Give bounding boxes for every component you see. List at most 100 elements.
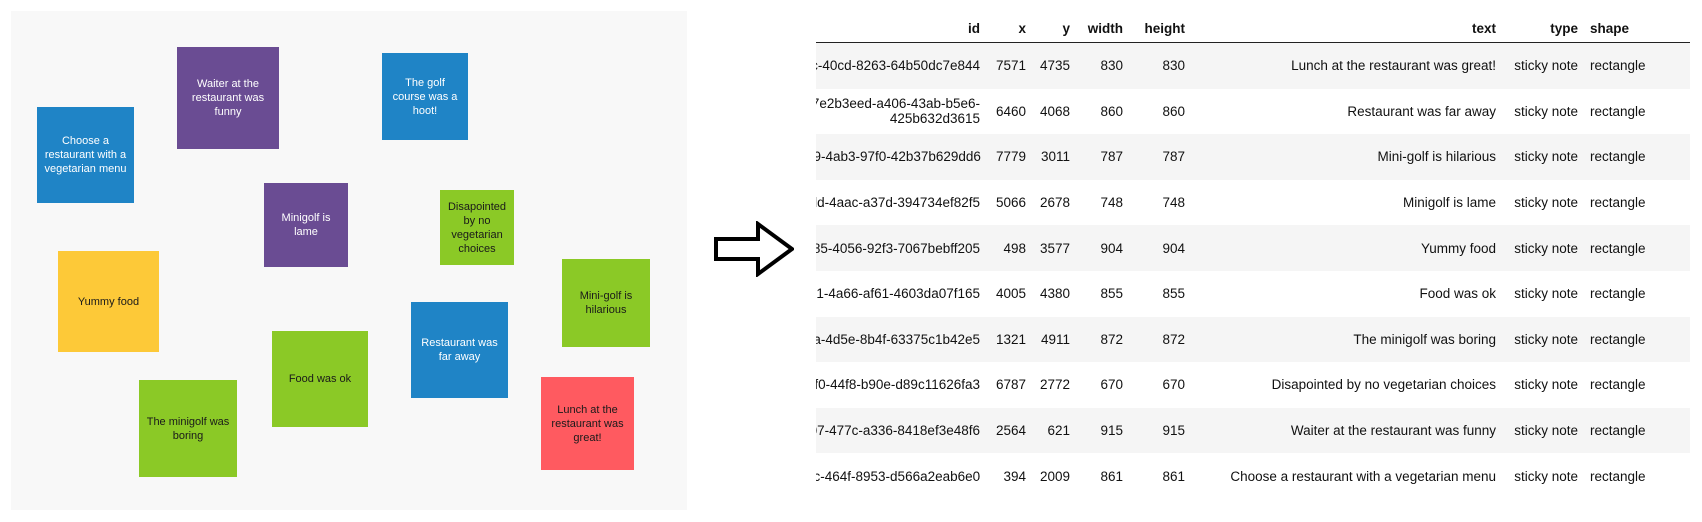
cell-height: 670 <box>1162 377 1185 393</box>
cell-y: 2678 <box>1039 195 1070 211</box>
cell-type: sticky note <box>1514 468 1578 484</box>
cell-shape: rectangle <box>1590 468 1646 484</box>
cell-y: 3011 <box>1032 134 1076 180</box>
sticky-note-text: Choose a restaurant with a vegetarian me… <box>44 135 127 175</box>
cell-text: The minigolf was boring <box>1191 316 1502 363</box>
cell-y: 621 <box>1032 407 1076 454</box>
sticky-note-disappointed[interactable]: Disapointed by no vegetarian choices <box>440 190 514 265</box>
cell-text: Minigolf is lame <box>1402 195 1496 211</box>
cell-shape: rectangle <box>1590 286 1646 302</box>
table-row: f85-4056-92f3-7067bebff205 498 3577 904 … <box>816 225 1690 271</box>
cell-id: 5c-464f-8953-d566a2eab6e0 <box>816 468 981 484</box>
sticky-note-golf-hoot[interactable]: The golf course was a hoot! <box>382 53 468 140</box>
sticky-note-text: The golf course was a hoot! <box>392 76 458 117</box>
column-header-type: type <box>1502 14 1584 43</box>
cell-type: sticky note <box>1502 134 1584 180</box>
column-header-height: height <box>1129 14 1191 43</box>
cell-text: Restaurant was far away <box>1347 103 1496 119</box>
cell-type: sticky note <box>1502 407 1584 454</box>
cell-text: Food was ok <box>1419 286 1496 302</box>
cell-type: sticky note <box>1514 103 1578 119</box>
cell-id: dd-4aac-a37d-394734ef82f5 <box>816 195 980 211</box>
cell-y: 4380 <box>1039 286 1070 302</box>
cell-x: 498 <box>986 225 1032 271</box>
cell-id: ff0-44f8-b90e-d89c11626fa3 <box>816 377 980 393</box>
column-header-text: text <box>1191 14 1502 43</box>
cell-type: sticky note <box>1502 225 1584 271</box>
cell-width: 830 <box>1076 42 1129 89</box>
cell-y: 4911 <box>1032 316 1076 363</box>
cell-width: 670 <box>1100 377 1123 393</box>
cell-shape: rectangle <box>1584 407 1690 454</box>
cell-shape: rectangle <box>1584 134 1690 180</box>
table-row: ca-4d5e-8b4f-63375c1b42e5 1321 4911 872 … <box>816 316 1690 363</box>
cell-x: 394 <box>1003 468 1026 484</box>
sticky-note-text: Food was ok <box>288 373 352 385</box>
cell-width: 748 <box>1100 195 1123 211</box>
sticky-note-text: Waiter at the restaurant was funny <box>191 78 265 118</box>
cell-y: 4735 <box>1032 42 1076 89</box>
cell-height: 860 <box>1162 103 1185 119</box>
cell-text: Waiter at the restaurant was funny <box>1191 407 1502 454</box>
cell-y: 2772 <box>1039 377 1070 393</box>
cell-y: 3577 <box>1032 225 1076 271</box>
sticky-note-text: Lunch at the restaurant was great! <box>551 403 624 444</box>
sticky-note-lunch-great[interactable]: Lunch at the restaurant was great! <box>541 377 634 470</box>
cell-text: Lunch at the restaurant was great! <box>1191 42 1502 89</box>
table-row: dd-4aac-a37d-394734ef82f5 5066 2678 748 … <box>816 180 1690 226</box>
sticky-note-text: Restaurant was far away <box>421 337 498 363</box>
cell-type: sticky note <box>1502 316 1584 363</box>
cell-height: 787 <box>1129 134 1191 180</box>
cell-type: sticky note <box>1514 377 1578 393</box>
sticky-note-minigolf-boring[interactable]: The minigolf was boring <box>139 380 237 477</box>
cell-text: Choose a restaurant with a vegetarian me… <box>1230 468 1496 484</box>
cell-x: 7779 <box>986 134 1032 180</box>
cell-y: 2009 <box>1039 468 1070 484</box>
cell-shape: rectangle <box>1590 377 1646 393</box>
cell-id: ca-4d5e-8b4f-63375c1b42e5 <box>816 316 986 363</box>
sticky-note-choose-restaurant[interactable]: Choose a restaurant with a vegetarian me… <box>37 107 134 203</box>
notes-table: id x y width height text type shape c-40… <box>816 14 1690 499</box>
column-header-x: x <box>986 14 1032 43</box>
cell-height: 915 <box>1129 407 1191 454</box>
sticky-note-minigolf-lame[interactable]: Minigolf is lame <box>264 183 348 267</box>
dataframe-table: id x y width height text type shape c-40… <box>816 14 1690 514</box>
cell-x: 5066 <box>995 195 1026 211</box>
right-arrow-icon <box>714 221 794 277</box>
cell-width: 915 <box>1076 407 1129 454</box>
cell-width: 860 <box>1100 103 1123 119</box>
cell-id: 7e2b3eed-a406-43ab-b5e6-425b632d3615 <box>816 96 980 127</box>
table-row: 31-4a66-af61-4603da07f165 4005 4380 855 … <box>816 271 1690 317</box>
cell-text: Yummy food <box>1191 225 1502 271</box>
sticky-note-restaurant-far[interactable]: Restaurant was far away <box>411 302 508 398</box>
cell-id: 07-477c-a336-8418ef3e48f6 <box>816 407 986 454</box>
sticky-note-yummy-food[interactable]: Yummy food <box>58 251 159 352</box>
sticky-note-text: Minigolf is lame <box>281 212 331 238</box>
cell-id: c-40cd-8263-64b50dc7e844 <box>816 42 986 89</box>
sticky-note-text: Disapointed by no vegetarian choices <box>447 200 507 255</box>
cell-x: 1321 <box>986 316 1032 363</box>
table-row: 07-477c-a336-8418ef3e48f6 2564 621 915 9… <box>816 407 1690 454</box>
cell-x: 2564 <box>986 407 1032 454</box>
sticky-note-text: Yummy food <box>77 295 140 308</box>
sticky-note-mini-golf-hilarious[interactable]: Mini-golf is hilarious <box>562 259 650 347</box>
table-row: 7e2b3eed-a406-43ab-b5e6-425b632d3615 646… <box>816 89 1690 135</box>
cell-y: 4068 <box>1039 103 1070 119</box>
cell-shape: rectangle <box>1584 42 1690 89</box>
sticky-note-waiter-funny[interactable]: Waiter at the restaurant was funny <box>177 47 279 149</box>
cell-text: Disapointed by no vegetarian choices <box>1271 377 1496 393</box>
table-row: c-40cd-8263-64b50dc7e844 7571 4735 830 8… <box>816 42 1690 89</box>
column-header-y: y <box>1032 14 1076 43</box>
cell-width: 904 <box>1076 225 1129 271</box>
table-row: 5c-464f-8953-d566a2eab6e0 394 2009 861 8… <box>816 453 1690 499</box>
cell-type: sticky note <box>1502 42 1584 89</box>
table-header-row: id x y width height text type shape <box>816 14 1690 43</box>
cell-height: 872 <box>1129 316 1191 363</box>
column-header-shape: shape <box>1584 14 1690 43</box>
cell-height: 861 <box>1162 468 1185 484</box>
table-row: ff0-44f8-b90e-d89c11626fa3 6787 2772 670… <box>816 362 1690 408</box>
sticky-note-food-ok[interactable]: Food was ok <box>272 331 368 427</box>
column-header-id: id <box>816 14 986 43</box>
cell-height: 748 <box>1162 195 1185 211</box>
cell-width: 861 <box>1100 468 1123 484</box>
